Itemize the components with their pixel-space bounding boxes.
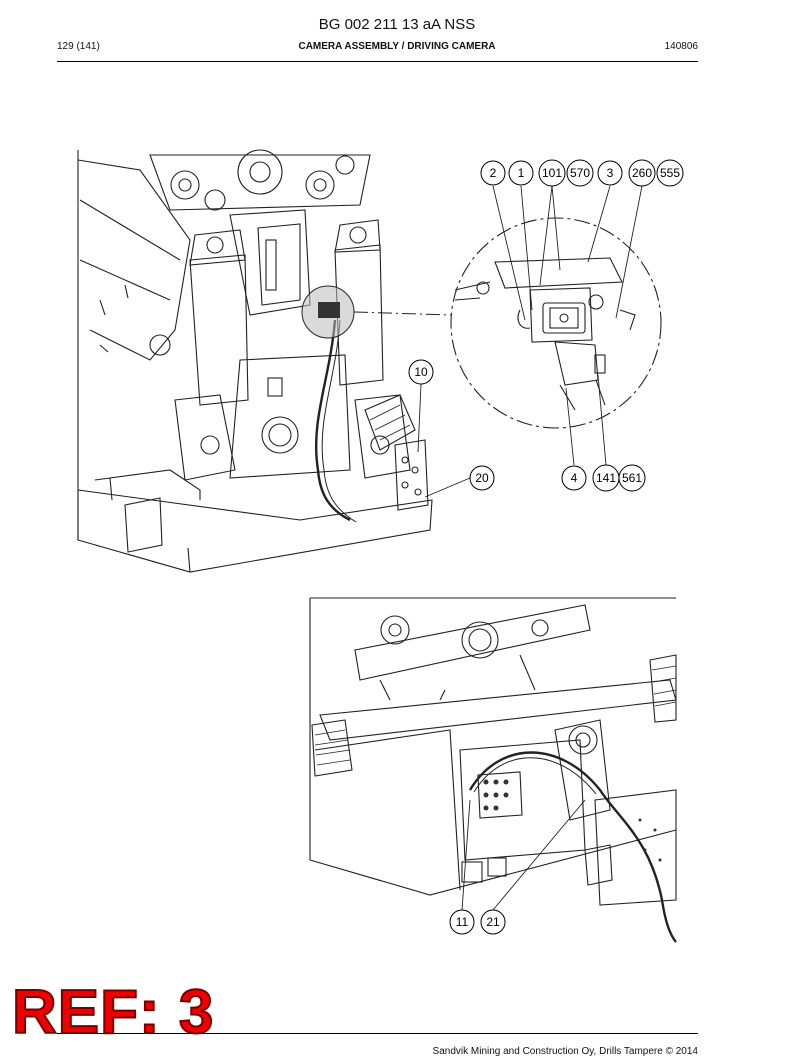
page-number: 129 (141)	[57, 41, 100, 52]
header-rule	[57, 61, 698, 62]
document-title: BG 002 211 13 aA NSS	[318, 16, 476, 33]
ref-stamp: REF: 3	[11, 978, 215, 1047]
callout-561: 561	[622, 471, 642, 485]
callout-21: 21	[486, 915, 500, 929]
callout-555: 555	[660, 166, 680, 180]
callout-570: 570	[570, 166, 590, 180]
footer-copyright: Sandvik Mining and Construction Oy, Dril…	[432, 1046, 698, 1057]
callout-3: 3	[607, 166, 614, 180]
callout-1: 1	[518, 166, 525, 180]
section-title: CAMERA ASSEMBLY / DRIVING CAMERA	[298, 41, 496, 52]
callout-10: 10	[414, 365, 428, 379]
callout-4: 4	[571, 471, 578, 485]
callout-101: 101	[542, 166, 562, 180]
callout-20: 20	[475, 471, 489, 485]
callout-11: 11	[456, 915, 469, 929]
date-code: 140806	[664, 41, 698, 52]
callout-260: 260	[632, 166, 652, 180]
bottom-assembly-drawing: 11 21	[309, 597, 677, 943]
callout-2: 2	[490, 166, 497, 180]
callout-141: 141	[596, 471, 616, 485]
top-callouts: 2 1 101 570 3 260 555 10 20 4 141 561	[408, 159, 684, 492]
footer-rule	[57, 1033, 698, 1034]
top-assembly-drawing	[77, 149, 662, 573]
